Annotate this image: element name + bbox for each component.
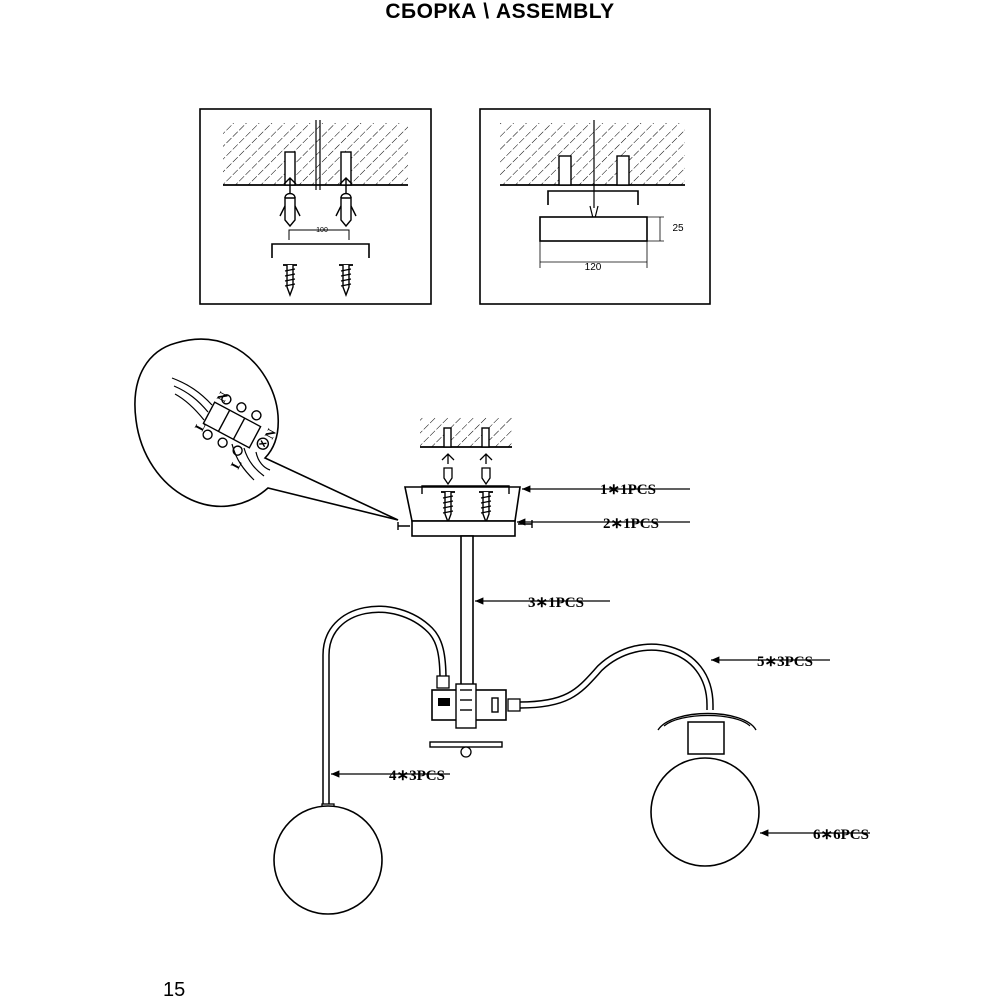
wiring-callout: L N L N bbox=[134, 338, 399, 521]
step2-panel: 25 120 bbox=[479, 108, 711, 305]
main-assembly bbox=[273, 417, 760, 915]
page-number: 15 bbox=[163, 979, 186, 1000]
part-label-canopy: 1∗1PCS bbox=[600, 482, 656, 498]
step2-height-dimension: 25 bbox=[672, 223, 684, 234]
step2-width-dimension: 120 bbox=[585, 262, 602, 273]
part-label-right-arm: 5∗3PCS bbox=[757, 654, 813, 670]
page-title: СБОРКА \ ASSEMBLY bbox=[385, 0, 615, 23]
step1-panel: 100 bbox=[199, 108, 432, 305]
part-label-side-screw: 2∗1PCS bbox=[603, 516, 659, 532]
part-label-left-arm: 4∗3PCS bbox=[389, 768, 445, 784]
step1-dimension: 100 bbox=[316, 227, 328, 234]
part-callouts: 1∗1PCS 2∗1PCS 3∗1PCS 5∗3PCS 4∗3PCS 6∗6PC… bbox=[331, 482, 870, 843]
part-label-globe: 6∗6PCS bbox=[813, 827, 869, 843]
part-label-stem: 3∗1PCS bbox=[528, 595, 584, 611]
